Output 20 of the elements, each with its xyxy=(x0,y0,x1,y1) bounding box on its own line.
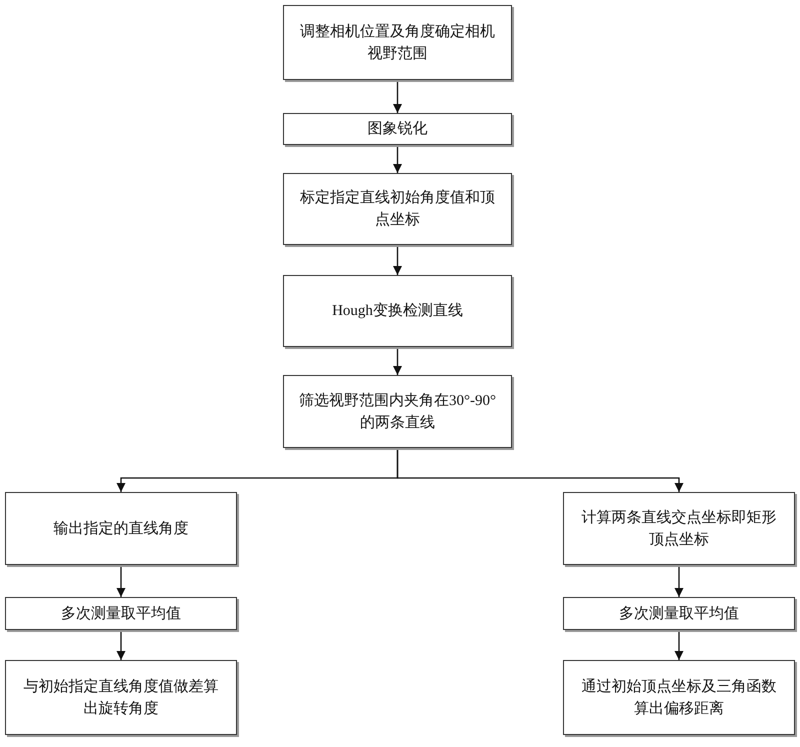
process-box: 标定指定直线初始角度值和顶点坐标 xyxy=(283,173,512,245)
process-box: Hough变换检测直线 xyxy=(283,275,512,347)
arrow xyxy=(396,448,684,492)
process-box: 图象锐化 xyxy=(283,113,512,145)
process-box: 输出指定的直线角度 xyxy=(5,492,237,565)
process-box: 多次测量取平均值 xyxy=(563,597,795,630)
arrow xyxy=(393,80,402,113)
arrow xyxy=(393,245,402,275)
process-box: 与初始指定直线角度值做差算出旋转角度 xyxy=(5,660,237,735)
process-box: 多次测量取平均值 xyxy=(5,597,237,630)
arrow xyxy=(116,565,126,597)
process-box: 筛选视野范围内夹角在30°-90°的两条直线 xyxy=(283,375,512,448)
arrow xyxy=(674,630,684,660)
arrow xyxy=(116,630,126,660)
process-box: 调整相机位置及角度确定相机视野范围 xyxy=(283,5,512,80)
arrow xyxy=(393,347,402,375)
process-box: 通过初始顶点坐标及三角函数算出偏移距离 xyxy=(563,660,795,735)
arrow xyxy=(393,145,402,173)
process-box: 计算两条直线交点坐标即矩形顶点坐标 xyxy=(563,492,795,565)
arrow xyxy=(674,565,684,597)
